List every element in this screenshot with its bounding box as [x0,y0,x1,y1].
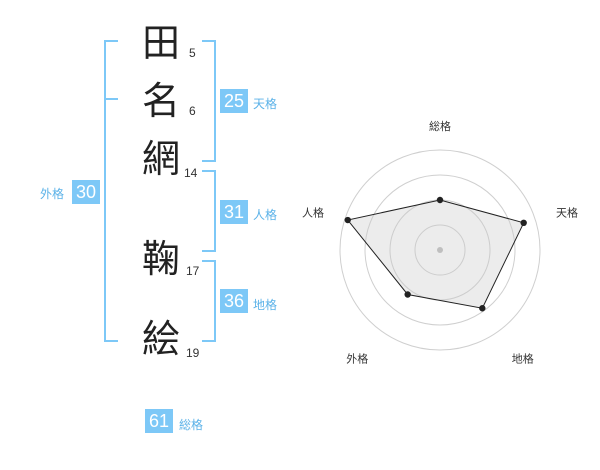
radar-area [346,199,525,309]
radar-axis-label-4: 外格 [346,352,368,366]
radar-axis-label-1: 総格 [429,119,451,133]
soukaku-value: 61 [145,409,173,433]
radar-axis-label-3: 地格 [512,352,534,366]
radar-axis-label-5: 人格 [302,205,324,219]
name-char-2: 名 [141,79,180,123]
tenkaku-label: 天格 [253,97,278,111]
radar-ring-4 [339,149,541,351]
jinkaku-label: 人格 [253,208,278,222]
radar-point-3 [479,305,486,312]
chikaku-label: 地格 [253,298,278,312]
name-char-3: 網 [141,137,180,181]
radar-ring-3 [364,174,516,326]
gaikaku-bracket-mid-tick [104,98,118,100]
stroke-count-3: 14 [184,166,198,180]
stroke-count-4: 17 [186,264,200,278]
radar-point-2 [520,219,527,227]
soukaku-label: 総格 [179,418,204,432]
radar-axis-label-2: 天格 [556,205,578,219]
jinkaku-bracket [202,170,216,252]
radar-ring-1 [414,224,466,276]
gaikaku-label: 外格 [40,187,65,201]
stroke-count-1: 5 [189,46,196,60]
name-char-1: 田 [141,21,180,65]
name-char-4: 鞠 [141,237,180,281]
stroke-count-2: 6 [189,104,196,118]
radar-point-5 [344,216,351,224]
chikaku-bracket [202,260,216,342]
tenkaku-bracket [202,40,216,162]
radar-point-4 [404,291,411,298]
jinkaku-value: 31 [220,200,248,224]
gaikaku-bracket [104,40,118,342]
name-char-5: 絵 [141,317,180,361]
radar-center-dot [437,247,443,253]
tenkaku-value: 25 [220,89,248,113]
gaikaku-value: 30 [72,180,100,204]
stroke-count-5: 19 [186,346,200,360]
chikaku-value: 36 [220,289,248,313]
radar-point-1 [436,196,444,204]
